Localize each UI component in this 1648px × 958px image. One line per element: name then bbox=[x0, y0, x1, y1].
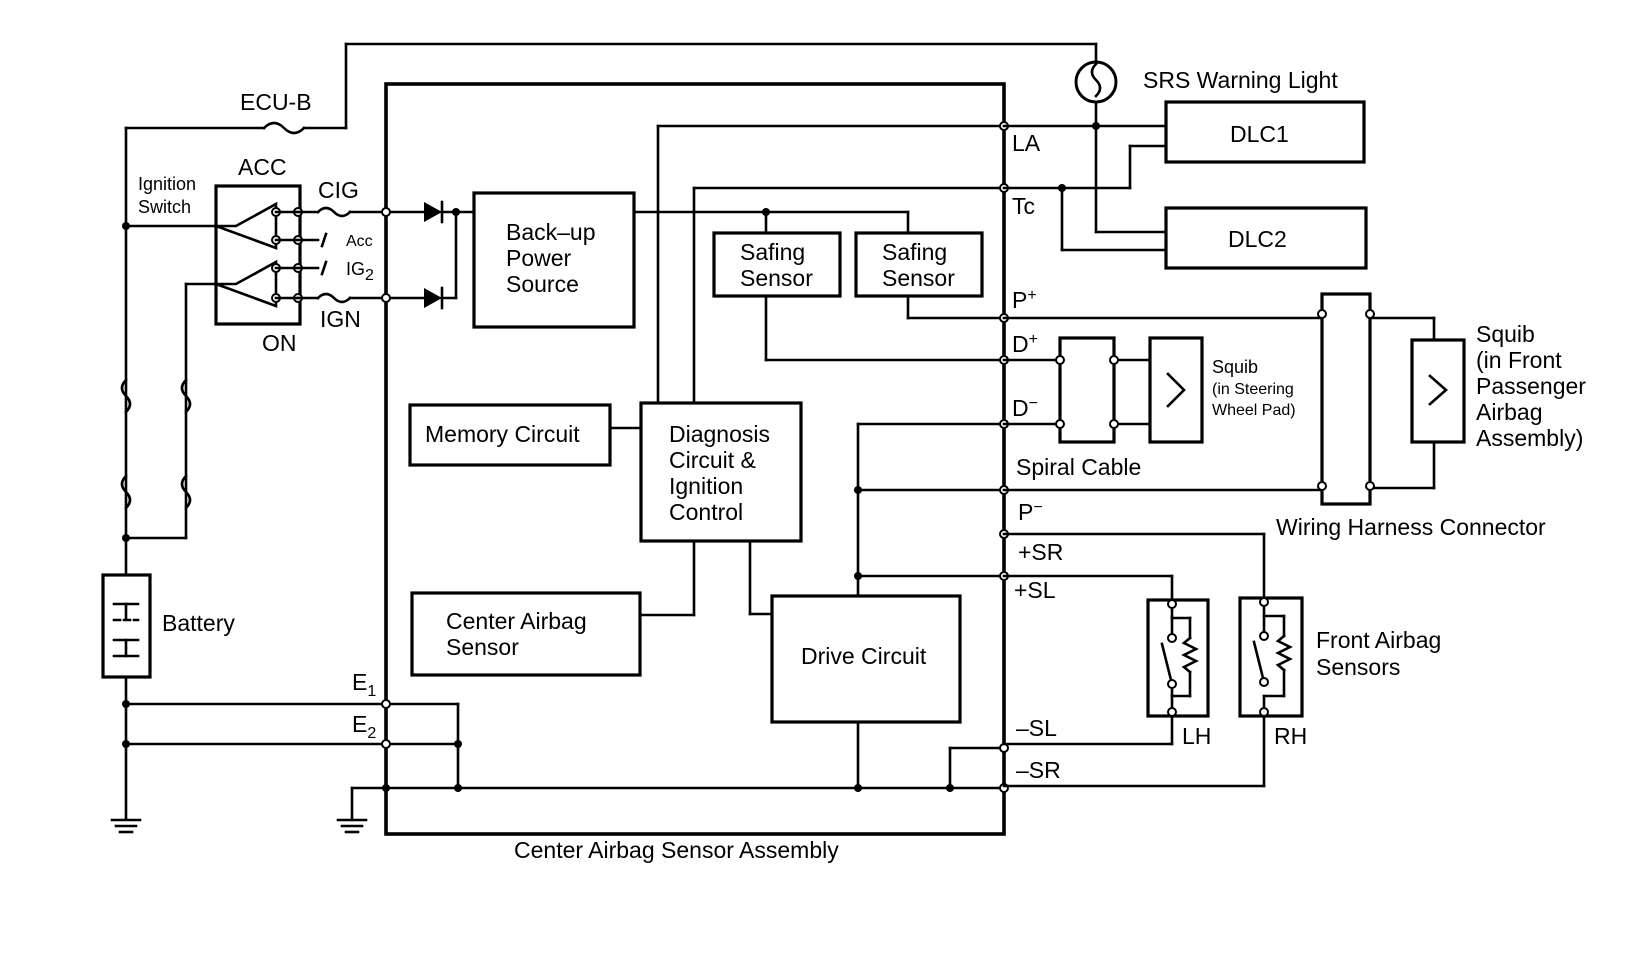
la-terminal-label: LA bbox=[1012, 130, 1041, 156]
fusible-link-left bbox=[120, 378, 132, 510]
minus-sl-terminal-label: –SL bbox=[1016, 715, 1057, 741]
plus-sr-terminal-label: +SR bbox=[1018, 539, 1063, 565]
dlc2-box bbox=[1164, 206, 1368, 270]
center-airbag-sensor-assembly-frame bbox=[384, 82, 1006, 836]
p-minus-terminal-label: P− bbox=[1018, 499, 1043, 525]
drive-circuit-label: Drive Circuit bbox=[801, 643, 927, 669]
diode-ign bbox=[424, 286, 444, 310]
backup-power-source-box bbox=[472, 191, 636, 329]
minus-sr-terminal-label: –SR bbox=[1016, 757, 1061, 783]
memory-circuit-box bbox=[408, 403, 612, 467]
front-airbag-sensor-rh bbox=[1238, 596, 1304, 718]
safing-sensor-1-box bbox=[712, 231, 842, 298]
wiring-harness-connector-label: Wiring Harness Connector bbox=[1276, 514, 1546, 540]
e1-terminal-label: E1 bbox=[352, 669, 376, 700]
d-minus-terminal-label: D− bbox=[1012, 395, 1038, 421]
fusible-link-right bbox=[180, 378, 192, 510]
ignition-switch bbox=[214, 184, 302, 326]
battery bbox=[101, 573, 152, 679]
battery-label: Battery bbox=[162, 610, 235, 636]
acc-position-label: ACC bbox=[238, 154, 287, 180]
srs-warning-light-label: SRS Warning Light bbox=[1143, 67, 1338, 93]
d-plus-terminal-label: D+ bbox=[1012, 331, 1038, 357]
diode-cig bbox=[424, 200, 444, 224]
p-plus-terminal-label: P+ bbox=[1012, 287, 1037, 313]
dlc1-box bbox=[1164, 100, 1366, 164]
lh-sensor-label: LH bbox=[1182, 723, 1211, 749]
spiral-cable-label: Spiral Cable bbox=[1016, 454, 1141, 480]
ign-terminal-label: IGN bbox=[320, 306, 361, 332]
memory-circuit-label: Memory Circuit bbox=[425, 421, 580, 447]
cig-terminal-label: CIG bbox=[318, 177, 359, 203]
plus-sl-terminal-label: +SL bbox=[1014, 577, 1056, 603]
spiral-cable-box bbox=[1058, 336, 1116, 444]
acc-terminal-label: Acc bbox=[346, 233, 373, 250]
drive-circuit-box bbox=[770, 594, 962, 724]
center-airbag-sensor-assembly-label: Center Airbag Sensor Assembly bbox=[514, 837, 839, 863]
squib-steering-box bbox=[1148, 336, 1204, 444]
safing-sensor-2-box bbox=[854, 231, 984, 298]
tc-terminal-label: Tc bbox=[1012, 193, 1035, 219]
ground-symbol-battery bbox=[110, 818, 142, 834]
dlc2-label: DLC2 bbox=[1228, 226, 1287, 252]
e2-terminal-label: E2 bbox=[352, 711, 376, 742]
diagnosis-ignition-control-box bbox=[639, 401, 803, 543]
wiring-harness-connector-box bbox=[1320, 292, 1372, 506]
ground-symbol-assembly bbox=[336, 786, 388, 834]
srs-warning-light-icon bbox=[1074, 60, 1118, 104]
on-position-label: ON bbox=[262, 330, 297, 356]
ignition-switch-contacts bbox=[215, 201, 303, 308]
rh-sensor-label: RH bbox=[1274, 723, 1307, 749]
dlc1-label: DLC1 bbox=[1230, 121, 1289, 147]
center-airbag-sensor-box bbox=[410, 591, 642, 677]
ecu-b-fuse-label: ECU-B bbox=[240, 89, 312, 115]
squib-passenger-box bbox=[1410, 338, 1466, 444]
front-airbag-sensor-lh bbox=[1146, 598, 1210, 718]
ig2-terminal-label: IG2 bbox=[346, 259, 374, 284]
